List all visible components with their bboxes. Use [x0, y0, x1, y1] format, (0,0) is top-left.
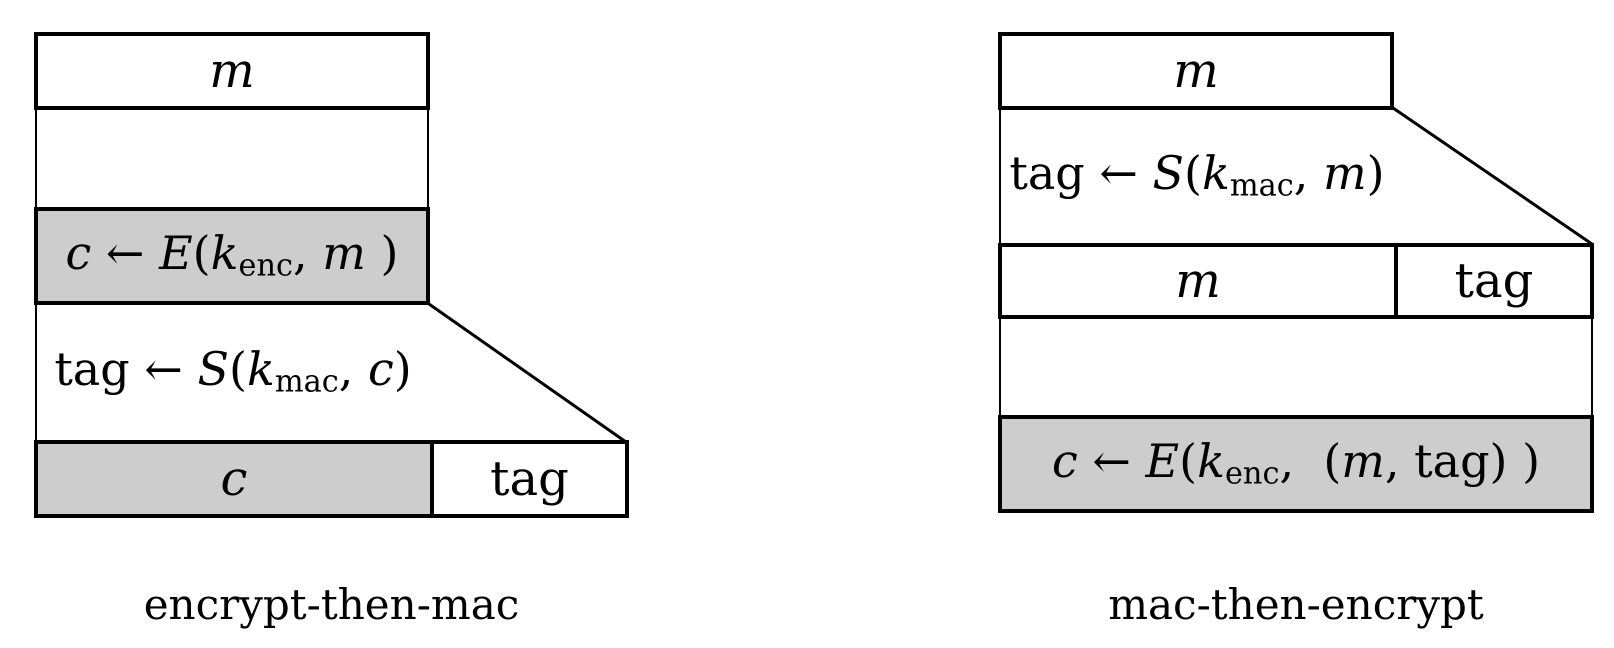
etm-message-box: m — [34, 32, 430, 110]
formula-token: enc — [238, 248, 294, 284]
formula-token: c — [1051, 433, 1078, 488]
formula-token: ← — [1077, 433, 1146, 488]
formula-token: c — [367, 342, 394, 397]
formula-token: ) — [393, 342, 412, 397]
mte-message-box: m — [998, 32, 1394, 110]
formula-token: ( — [228, 342, 247, 397]
formula-token: ( — [192, 225, 211, 280]
mte-intermediate-tag-label: tag — [1454, 253, 1534, 309]
formula-token: , — [293, 225, 323, 280]
etm-diagonal-line — [428, 302, 627, 444]
formula-token: , ( — [1279, 433, 1342, 488]
mte-tag-formula: tag ← S(kmac, m) — [1009, 150, 1384, 202]
formula-token: ( — [1184, 146, 1202, 201]
mte-encrypt-box: c ← E(kenc, (m, tag) ) — [998, 415, 1594, 513]
formula-token: k — [1197, 433, 1225, 488]
formula-token: mac — [1229, 169, 1294, 205]
etm-encrypt-formula: c ← E(kenc, m ) — [66, 230, 399, 282]
formula-token: , — [1293, 146, 1324, 201]
formula-token: m — [1341, 433, 1385, 488]
mte-message-label: m — [1173, 43, 1219, 99]
formula-token: enc — [1224, 456, 1280, 492]
formula-token: k — [1202, 146, 1230, 201]
mte-intermediate-message-cell: m — [1002, 247, 1398, 315]
etm-caption: encrypt-then-mac — [143, 580, 520, 629]
etm-output-tag-cell: tag — [434, 444, 625, 514]
etm-output-cipher-cell: c — [38, 444, 434, 514]
mte-sign-region: tag ← S(kmac, m) — [999, 110, 1393, 243]
formula-token: ← — [129, 342, 198, 397]
etm-message-label: m — [209, 43, 255, 99]
etm-tag-formula: tag ← S(kmac, c) — [54, 346, 411, 398]
mte-intermediate-tag-cell: tag — [1398, 247, 1590, 315]
formula-token: ) — [1366, 146, 1385, 201]
formula-token: , — [338, 342, 368, 397]
formula-token: , — [1384, 433, 1415, 488]
formula-token: tag — [54, 342, 130, 397]
mte-intermediate-message-label: m — [1175, 253, 1221, 309]
etm-output-row: c tag — [34, 440, 629, 518]
mte-gap-region — [999, 319, 1593, 415]
etm-gap-region — [35, 110, 429, 207]
formula-token: ← — [1084, 146, 1153, 201]
etm-encrypt-box: c ← E(kenc, m ) — [34, 207, 430, 305]
formula-token: ) ) — [1489, 433, 1541, 488]
formula-token: k — [210, 225, 239, 280]
etm-sign-region: tag ← S(kmac, c) — [35, 305, 429, 440]
etm-output-tag-label: tag — [490, 451, 569, 507]
formula-token: ) — [365, 225, 399, 280]
formula-token: S — [197, 342, 229, 397]
mte-encrypt-formula: c ← E(kenc, (m, tag) ) — [1052, 438, 1540, 490]
formula-token: tag — [1009, 146, 1085, 201]
formula-token: mac — [274, 365, 339, 401]
formula-token: S — [1152, 146, 1185, 201]
formula-token: E — [1145, 433, 1180, 488]
formula-token: m — [322, 225, 366, 280]
mte-intermediate-row: m tag — [998, 243, 1594, 319]
mte-diagonal-line — [1392, 106, 1593, 246]
etm-output-cipher-label: c — [220, 451, 248, 507]
formula-token: k — [246, 342, 275, 397]
formula-token: m — [1323, 146, 1367, 201]
formula-token: ( — [1179, 433, 1198, 488]
formula-token: ← — [91, 225, 160, 280]
mte-caption: mac-then-encrypt — [1108, 580, 1484, 629]
formula-token: tag — [1414, 433, 1490, 488]
formula-token: E — [159, 225, 193, 280]
formula-token: c — [65, 225, 92, 280]
